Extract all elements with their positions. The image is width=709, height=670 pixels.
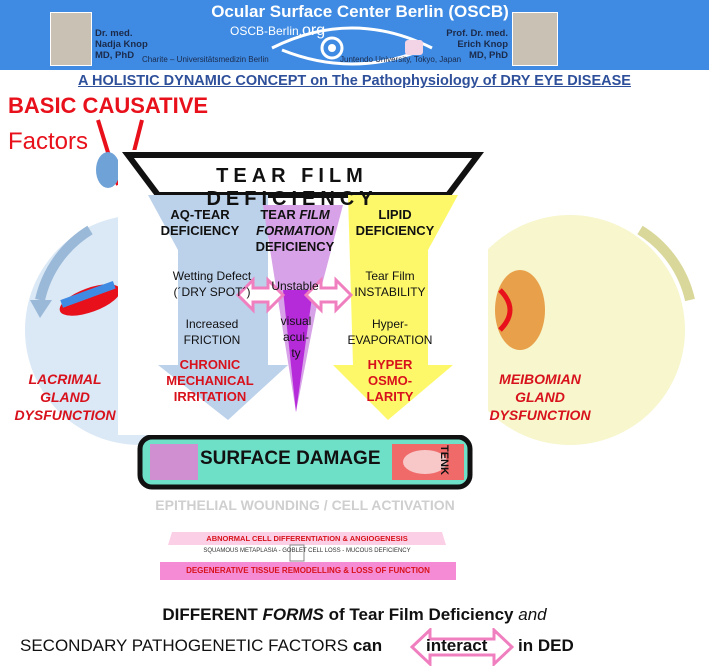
bottom-different: DIFFERENT bbox=[162, 605, 258, 624]
formation-step: Unstable bbox=[271, 279, 319, 293]
aq-head: AQ-TEAR DEFICIENCY bbox=[150, 207, 250, 239]
aq-result-2: MECHANICAL bbox=[166, 373, 254, 388]
bottom-tear-film: of Tear Film Deficiency bbox=[328, 605, 514, 624]
aq-step-3: Increased bbox=[185, 317, 239, 331]
subtitle: A HOLISTIC DYNAMIC CONCEPT on The Pathop… bbox=[78, 73, 631, 89]
bottom-forms: FORMS bbox=[262, 605, 324, 624]
site-prefix: OSCB-Berlin. bbox=[230, 24, 303, 38]
bottom-line-2: SECONDARY PATHOGENETIC FACTORS can bbox=[20, 636, 382, 656]
formation-head-4: DEFICIENCY bbox=[255, 239, 335, 254]
bottom-in-ded: in DED bbox=[518, 636, 574, 655]
lipid-head-1: LIPID bbox=[378, 207, 412, 222]
lacrimal-line-1: LACRIMAL bbox=[28, 371, 102, 387]
meibomian-line-3: DYSFUNCTION bbox=[489, 407, 591, 423]
surface-damage-label: SURFACE DAMAGE bbox=[200, 448, 381, 469]
basic-causative-label: BASIC CAUSATIVE bbox=[8, 93, 209, 118]
bottom-and: and bbox=[518, 605, 547, 624]
left-affiliation: Charite – Universitätsmedizin Berlin bbox=[142, 55, 269, 64]
interact-arrow-right bbox=[303, 276, 354, 314]
formation-head-1: TEAR bbox=[260, 207, 296, 222]
header-bar bbox=[0, 0, 709, 70]
formation-result: visual acui- ty bbox=[268, 313, 324, 361]
university-logo-icon bbox=[405, 40, 423, 55]
aq-result: CHRONIC MECHANICAL IRRITATION bbox=[155, 357, 265, 405]
right-person-name: Erich Knop bbox=[457, 39, 508, 50]
formation-head-3: FORMATION bbox=[250, 223, 340, 239]
aq-step-1: Wetting Defect bbox=[172, 269, 252, 283]
formation-head: TEAR FILM FORMATION DEFICIENCY bbox=[250, 207, 340, 255]
lacrimal-gland-icon bbox=[59, 281, 121, 316]
formation-head-line1: TEAR FILM bbox=[250, 207, 340, 223]
meibomian-gland-label: MEIBOMIAN GLAND DYSFUNCTION bbox=[480, 370, 600, 424]
right-affiliation: Juntendo University, Tokyo, Japan bbox=[340, 55, 462, 64]
aq-result-3: IRRITATION bbox=[173, 389, 247, 404]
aq-result-1: CHRONIC bbox=[179, 357, 241, 372]
formation-result-3: ty bbox=[291, 346, 301, 360]
right-person-photo bbox=[512, 12, 558, 66]
abnormal-differentiation-label: ABNORMAL CELL DIFFERENTIATION & ANGIOGEN… bbox=[206, 534, 408, 543]
eye-logo-icon bbox=[271, 26, 433, 66]
surface-damage-bar bbox=[137, 434, 473, 490]
formation-head-3-text: FORMATION bbox=[256, 223, 334, 238]
bottom-line-1: DIFFERENT FORMS of Tear Film Deficiency … bbox=[0, 605, 709, 625]
lipid-step-4: EVAPORATION bbox=[347, 333, 433, 347]
factors-label: Factors bbox=[8, 128, 89, 155]
aq-step-4: FRICTION bbox=[183, 333, 241, 347]
aq-steps: Wetting Defect (´DRY SPOT´) Increased FR… bbox=[162, 268, 262, 348]
degenerative-box bbox=[160, 562, 456, 580]
abnormal-box bbox=[168, 532, 446, 545]
right-person-text: Prof. Dr. med. Erich Knop MD, PhD bbox=[440, 28, 508, 61]
bottom-secondary: SECONDARY PATHOGENETIC FACTORS bbox=[20, 636, 349, 655]
surface-cells-image bbox=[150, 444, 198, 480]
aq-column-arrow bbox=[148, 195, 288, 420]
lipid-head-2: DEFICIENCY bbox=[355, 223, 435, 238]
left-person-prefix: Dr. med. bbox=[95, 28, 133, 39]
aq-step-2: (´DRY SPOT´) bbox=[173, 285, 251, 299]
formation-result-1: visual bbox=[280, 314, 312, 328]
lipid-result: HYPER OSMO- LARITY bbox=[345, 357, 435, 405]
cause-cone bbox=[96, 152, 120, 188]
interact-double-arrow bbox=[410, 628, 514, 666]
lipid-step-2: INSTABILITY bbox=[354, 285, 426, 299]
lipid-result-3: LARITY bbox=[366, 389, 414, 404]
lacrimal-line-2: GLAND bbox=[40, 389, 90, 405]
left-person-degree: MD, PhD bbox=[95, 50, 135, 61]
meibomian-gland-icon bbox=[495, 270, 545, 350]
lipid-step-3: Hyper- bbox=[371, 317, 408, 331]
down-connector bbox=[289, 544, 305, 562]
lipid-result-1: HYPER bbox=[367, 357, 413, 372]
left-cycle-arrow bbox=[35, 225, 93, 302]
aq-head-2: DEFICIENCY bbox=[160, 223, 240, 238]
squamous-metaplasia-label: SQUAMOUS METAPLASIA - GOBLET CELL LOSS -… bbox=[203, 548, 411, 554]
tenk-label: TENK bbox=[438, 445, 450, 475]
formation-head-2: FILM bbox=[299, 207, 330, 222]
lipid-step-1: Tear Film bbox=[365, 269, 415, 283]
lipid-head: LIPID DEFICIENCY bbox=[345, 207, 445, 239]
interact-label: interact bbox=[426, 636, 488, 655]
bottom-can: can bbox=[352, 636, 383, 655]
header-title: Ocular Surface Center Berlin (OSCB) bbox=[211, 2, 509, 21]
lacrimal-gland-label: LACRIMAL GLAND DYSFUNCTION bbox=[10, 370, 120, 424]
interact-arrow-left bbox=[235, 276, 286, 314]
formation-result-2: acui- bbox=[282, 330, 309, 344]
left-cycle-arrow-head bbox=[30, 300, 52, 318]
lacrimal-line-3: DYSFUNCTION bbox=[14, 407, 116, 423]
left-person-photo bbox=[50, 12, 92, 66]
meibomian-line-1: MEIBOMIAN bbox=[499, 371, 581, 387]
lipid-steps: Tear Film INSTABILITY Hyper- EVAPORATION bbox=[340, 268, 440, 348]
tear-film-deficiency-title: TEAR FILM DEFICIENCY bbox=[206, 165, 378, 210]
meibomian-line-2: GLAND bbox=[515, 389, 565, 405]
lipid-result-2: OSMO- bbox=[367, 373, 413, 388]
lipid-column-arrow bbox=[333, 195, 458, 420]
left-person-text: Dr. med. Nadja Knop MD, PhD bbox=[95, 28, 148, 61]
right-person-prefix: Prof. Dr. med. bbox=[446, 28, 508, 39]
tear-film-graphics bbox=[122, 152, 484, 420]
epithelial-wounding-label: EPITHELIAL WOUNDING / CELL ACTIVATION bbox=[155, 497, 455, 513]
right-person-degree: MD, PhD bbox=[468, 50, 508, 61]
aq-head-1: AQ-TEAR bbox=[170, 207, 230, 222]
left-person-name: Nadja Knop bbox=[95, 39, 148, 50]
right-cycle-arrow bbox=[637, 225, 695, 302]
degenerative-remodelling-label: DEGENERATIVE TISSUE REMODELLING & LOSS O… bbox=[186, 566, 430, 575]
